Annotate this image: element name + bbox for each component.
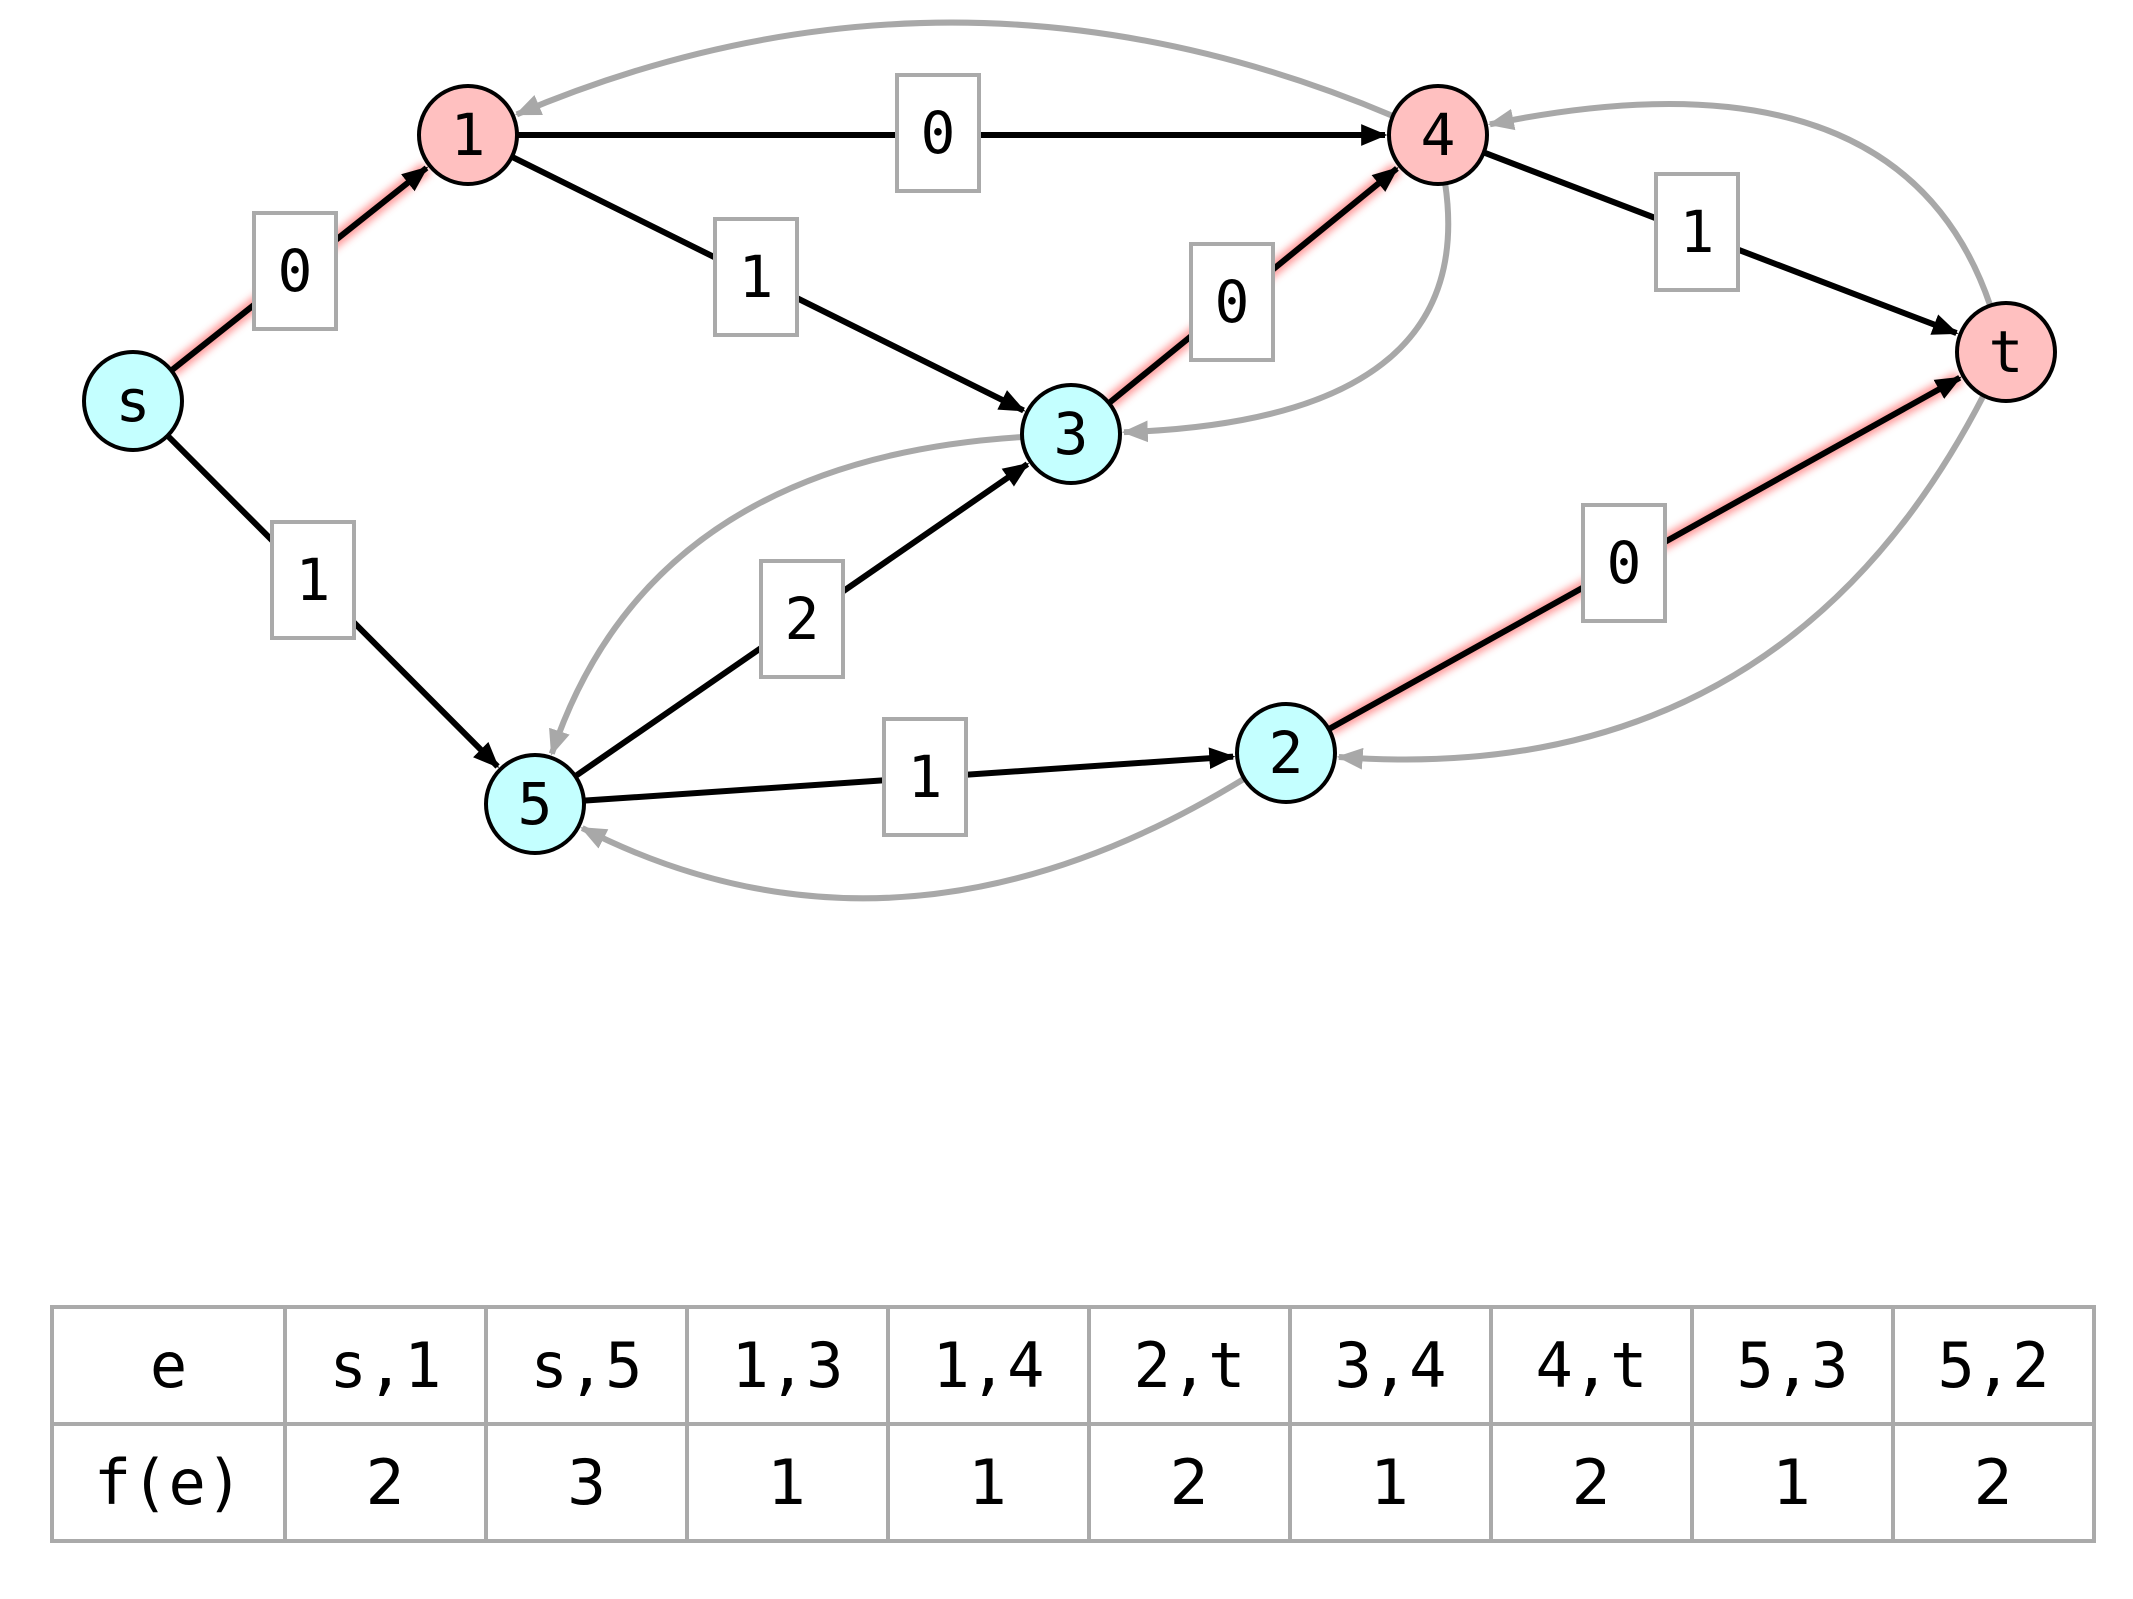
capacity-value: 0 bbox=[1607, 529, 1642, 597]
node-t: t bbox=[1955, 301, 2057, 403]
capacity-label-box bbox=[895, 73, 981, 193]
edge-header-cell: e bbox=[50, 1305, 287, 1426]
capacity-label-s-5: 1 bbox=[270, 520, 356, 640]
residual-edge-3-5 bbox=[548, 434, 1023, 756]
node-label: 3 bbox=[1054, 400, 1089, 468]
flow-cell: 3 bbox=[484, 1422, 689, 1543]
edge-cell: 2,t bbox=[1087, 1305, 1292, 1426]
flow-cell: 2 bbox=[1891, 1422, 2096, 1543]
edge-cell: s,1 bbox=[283, 1305, 488, 1426]
edge-cell: 4,t bbox=[1489, 1305, 1694, 1426]
flow-cell: 2 bbox=[1087, 1422, 1292, 1543]
node-5: 5 bbox=[484, 753, 586, 855]
capacity-label-1-4: 0 bbox=[895, 73, 981, 193]
capacity-label-1-3: 1 bbox=[713, 217, 799, 337]
capacity-label-s-1: 0 bbox=[252, 211, 338, 331]
node-label: 1 bbox=[451, 101, 486, 169]
edge-cell: 5,2 bbox=[1891, 1305, 2096, 1426]
node-circle bbox=[417, 84, 519, 186]
node-label: 5 bbox=[518, 770, 553, 838]
node-label: s bbox=[116, 367, 151, 435]
flow-cell: 1 bbox=[1288, 1422, 1493, 1543]
capacity-label-3-4: 0 bbox=[1189, 242, 1275, 362]
capacity-label-4-t: 1 bbox=[1654, 172, 1740, 292]
capacity-label-box bbox=[1654, 172, 1740, 292]
node-circle bbox=[1020, 383, 1122, 485]
capacity-value: 2 bbox=[785, 585, 820, 653]
capacity-value: 0 bbox=[278, 237, 313, 305]
residual-edge-t-4 bbox=[1487, 101, 1994, 307]
flow-table-value-row: f(e) 2 3 1 1 2 1 2 1 2 bbox=[50, 1422, 2096, 1543]
capacity-labels: 0 0 1 0 1 1 2 1 0 bbox=[252, 73, 1740, 837]
edge-cell: s,5 bbox=[484, 1305, 689, 1426]
capacity-label-5-3: 2 bbox=[759, 559, 845, 679]
capacity-value: 1 bbox=[1680, 198, 1715, 266]
node-circle bbox=[1955, 301, 2057, 403]
flow-header-cell: f(e) bbox=[50, 1422, 287, 1543]
edge-cell: 1,4 bbox=[886, 1305, 1091, 1426]
capacity-label-box bbox=[759, 559, 845, 679]
node-1: 1 bbox=[417, 84, 519, 186]
residual-edge-4-3 bbox=[1121, 183, 1452, 443]
flow-cell: 2 bbox=[1489, 1422, 1694, 1543]
capacity-label-2-t: 0 bbox=[1581, 503, 1667, 623]
capacity-label-box bbox=[1189, 242, 1275, 362]
flow-cell: 1 bbox=[1690, 1422, 1895, 1543]
residual-edge-2-5 bbox=[580, 776, 1246, 902]
capacity-value: 1 bbox=[739, 243, 774, 311]
node-label: 4 bbox=[1421, 101, 1456, 169]
capacity-label-box bbox=[713, 217, 799, 337]
flow-table: e s,1 s,5 1,3 1,4 2,t 3,4 4,t 5,3 5,2 f(… bbox=[50, 1305, 2096, 1543]
residual-back-edges bbox=[514, 19, 1994, 902]
capacity-value: 1 bbox=[908, 743, 943, 811]
capacity-value: 0 bbox=[1215, 268, 1250, 336]
capacity-label-box bbox=[1581, 503, 1667, 623]
edge-cell: 5,3 bbox=[1690, 1305, 1895, 1426]
capacity-label-box bbox=[270, 520, 356, 640]
capacity-value: 0 bbox=[921, 99, 956, 167]
flow-table-edge-row: e s,1 s,5 1,3 1,4 2,t 3,4 4,t 5,3 5,2 bbox=[50, 1305, 2096, 1426]
capacity-label-5-2: 1 bbox=[882, 717, 968, 837]
node-circle bbox=[1235, 702, 1337, 804]
edge-cell: 1,3 bbox=[685, 1305, 890, 1426]
node-label: 2 bbox=[1269, 719, 1304, 787]
node-2: 2 bbox=[1235, 702, 1337, 804]
flow-cell: 1 bbox=[685, 1422, 890, 1543]
capacity-label-box bbox=[252, 211, 338, 331]
node-circle bbox=[82, 350, 184, 452]
residual-edge-t-2 bbox=[1336, 394, 1987, 770]
node-label: t bbox=[1989, 318, 2024, 386]
node-3: 3 bbox=[1020, 383, 1122, 485]
flow-cell: 1 bbox=[886, 1422, 1091, 1543]
node-circle bbox=[1387, 84, 1489, 186]
node-4: 4 bbox=[1387, 84, 1489, 186]
capacity-label-box bbox=[882, 717, 968, 837]
edge-cell: 3,4 bbox=[1288, 1305, 1493, 1426]
flow-cell: 2 bbox=[283, 1422, 488, 1543]
capacity-value: 1 bbox=[296, 546, 331, 614]
node-s: s bbox=[82, 350, 184, 452]
node-circle bbox=[484, 753, 586, 855]
residual-edge-4-1 bbox=[514, 19, 1395, 119]
graph-nodes: s 1 4 t 3 5 2 bbox=[82, 84, 2057, 855]
